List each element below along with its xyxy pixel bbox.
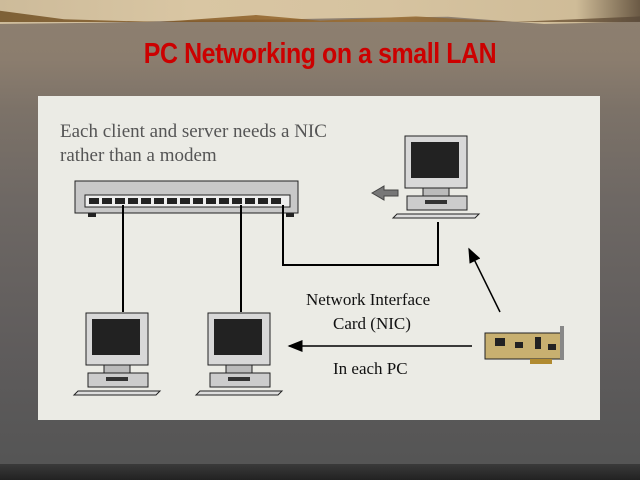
content-panel: [38, 96, 600, 420]
body-text-line2: rather than a modem: [60, 145, 217, 166]
arrow-to-server: [468, 247, 501, 313]
server-computer: [392, 135, 480, 219]
client-computer-2: [195, 312, 283, 396]
nic-label-line2: Card (NIC): [333, 314, 411, 333]
nic-location-label: In each PC: [333, 359, 408, 378]
bottom-bar: [0, 464, 640, 480]
network-hub: [74, 180, 299, 217]
body-text-line1: Each client and server needs a NIC: [60, 121, 327, 142]
slide-title: PC Networking on a small LAN: [143, 38, 497, 70]
network-cables: [122, 205, 439, 312]
client-computer-1: [73, 312, 161, 396]
data-arrow-icon: [371, 185, 399, 201]
nic-label-line1: Network Interface: [306, 290, 431, 309]
nic-card-icon: [484, 326, 564, 364]
